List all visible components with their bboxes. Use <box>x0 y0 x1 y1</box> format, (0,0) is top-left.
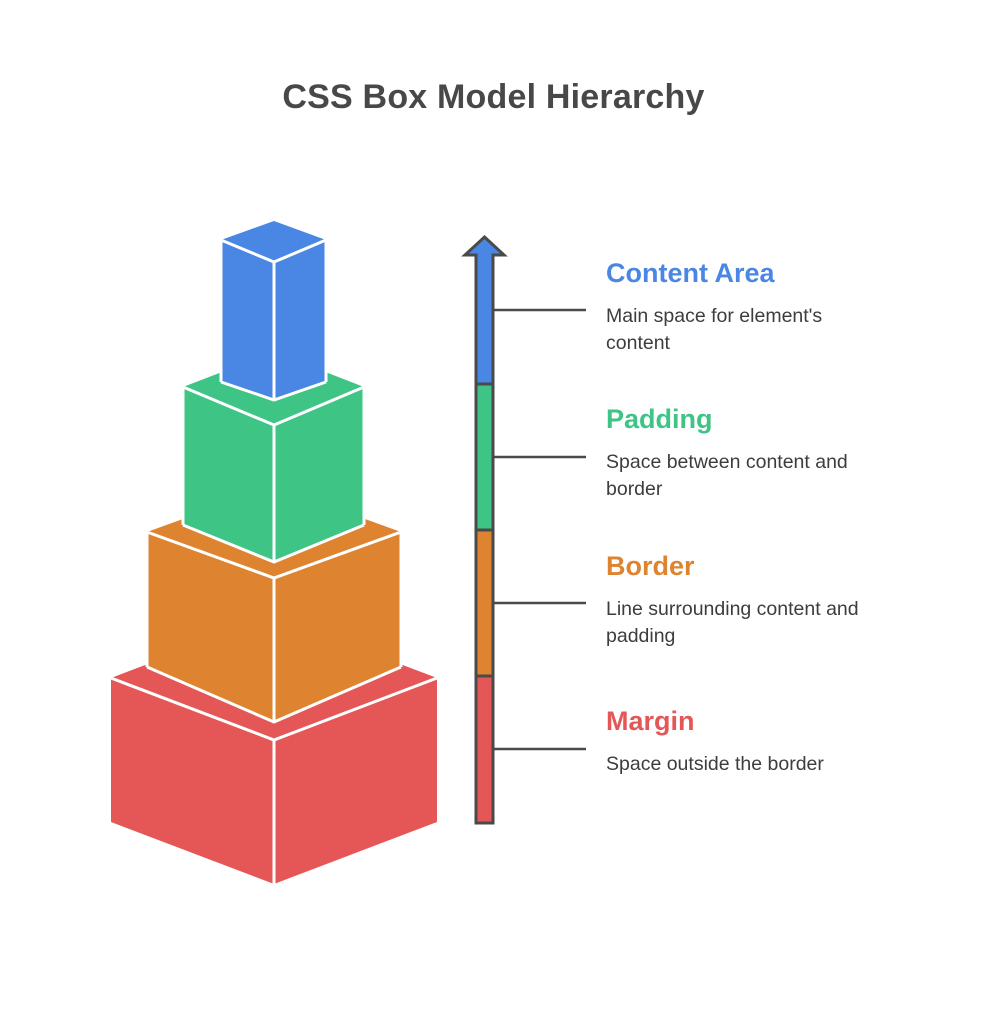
border-box-right-face <box>274 532 401 722</box>
margin-box-right-face <box>274 678 437 884</box>
label-description: Space between content and border <box>606 451 848 500</box>
label-heading: Border <box>606 551 695 581</box>
arrow-segment-border <box>476 530 493 676</box>
label-border: Border Line surrounding content and padd… <box>606 550 876 650</box>
margin-box-left-face <box>111 678 274 884</box>
arrow-outline <box>461 234 508 825</box>
label-margin: Margin Space outside the border <box>606 705 876 778</box>
label-description: Space outside the border <box>606 753 824 775</box>
label-heading: Content Area <box>606 258 775 288</box>
content-box-right-face <box>274 240 326 400</box>
padding-box-right-face <box>274 387 364 562</box>
arrow-head-icon <box>465 237 504 384</box>
diagram-title: CSS Box Model Hierarchy <box>282 78 705 116</box>
label-content-area: Content Area Main space for element's co… <box>606 257 876 357</box>
arrow-segment-margin <box>476 676 493 823</box>
arrow-segment-padding <box>476 384 493 530</box>
label-description: Main space for element's content <box>606 305 823 354</box>
padding-box-left-face <box>183 387 274 562</box>
label-description: Line surrounding content and padding <box>606 598 859 647</box>
content-box-top <box>221 221 326 262</box>
label-heading: Margin <box>606 706 695 736</box>
label-padding: Padding Space between content and border <box>606 403 876 503</box>
label-heading: Padding <box>606 404 713 434</box>
hierarchy-arrow <box>461 234 508 825</box>
content-box <box>219 221 328 402</box>
content-box-left-face <box>221 240 274 400</box>
border-box-left-face <box>147 532 274 722</box>
